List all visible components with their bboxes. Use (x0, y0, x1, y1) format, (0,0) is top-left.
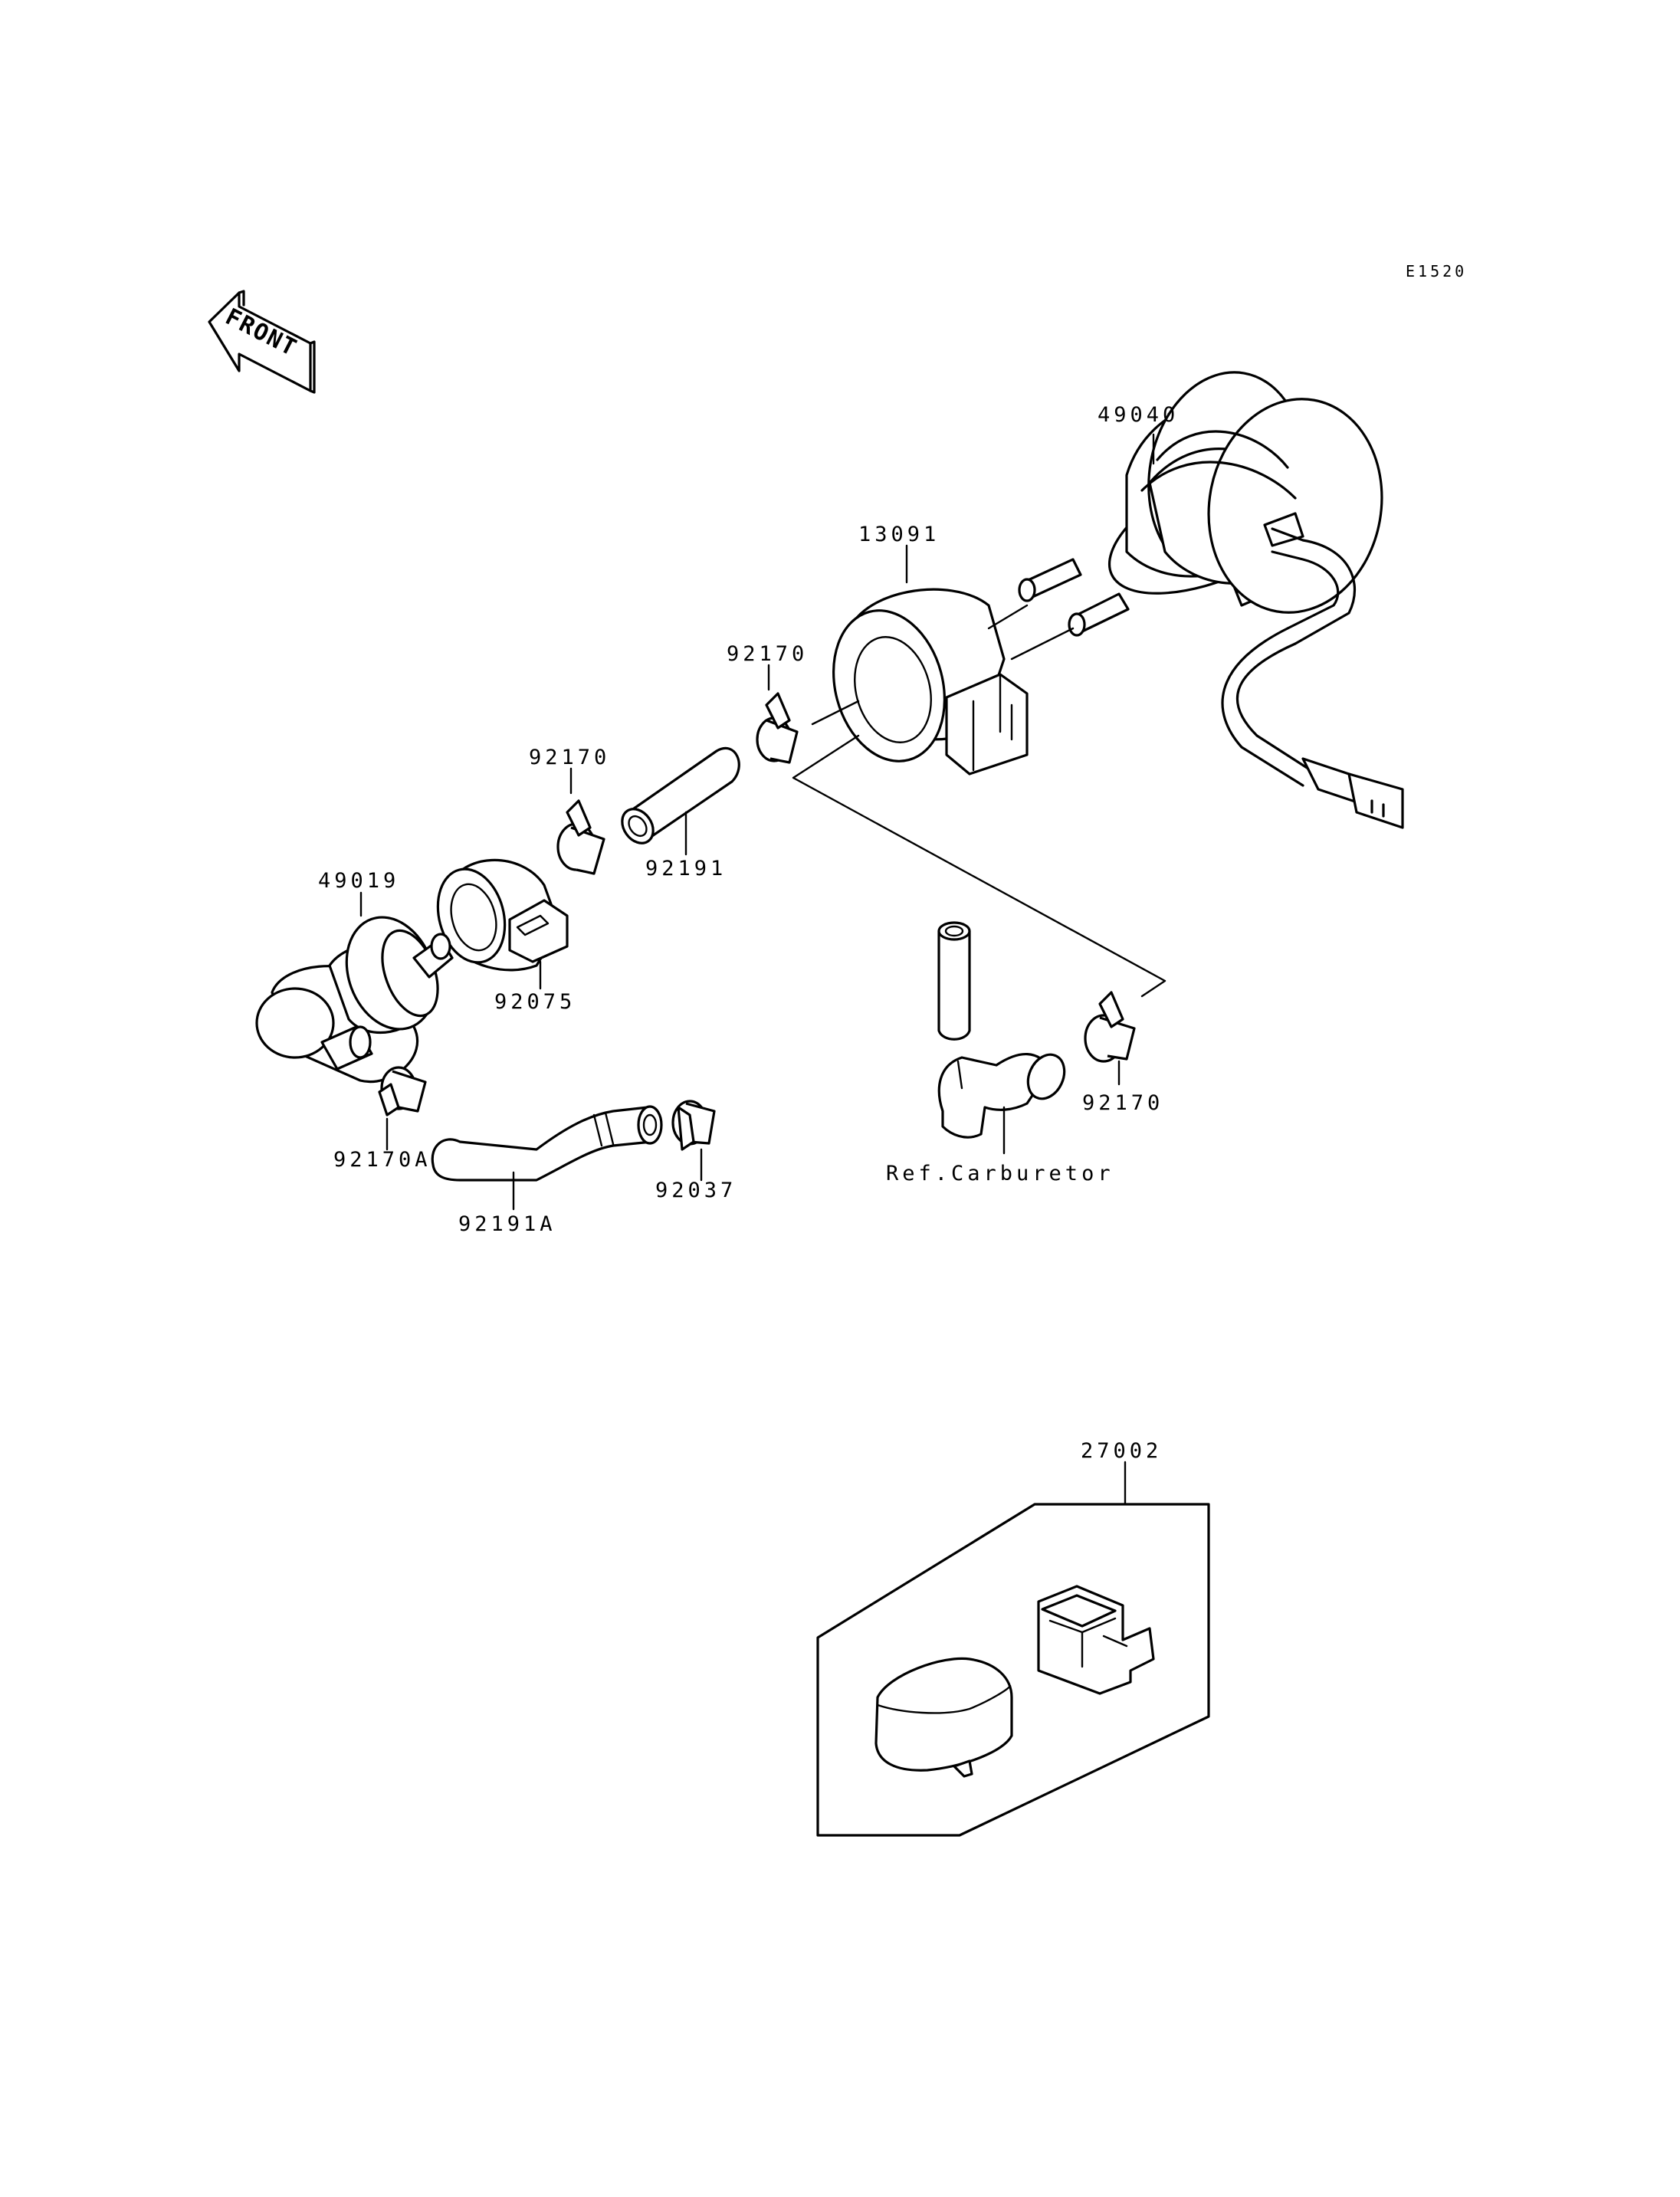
clamp-92170-top (756, 692, 799, 764)
fuel-pump-49040 (1018, 371, 1383, 637)
diagram-code: E1520 (1406, 262, 1467, 280)
pump-bracket-13091 (832, 588, 1029, 776)
label-92075: 92075 (494, 990, 576, 1014)
clamp-92170-right (1084, 991, 1136, 1063)
clamp-92037 (671, 1100, 716, 1151)
label-92191: 92191 (645, 857, 727, 880)
label-92191A: 92191A (458, 1212, 556, 1236)
carburetor-hose-ref (937, 921, 1066, 1139)
label-92170-right: 92170 (1082, 1091, 1163, 1115)
clamp-92170-mid (556, 799, 605, 875)
label-92170-mid: 92170 (529, 746, 610, 769)
hose-92191A (431, 1105, 663, 1182)
clamp-92170A (378, 1066, 427, 1117)
label-92170-top: 92170 (727, 642, 808, 666)
front-arrow-icon: FRONT (208, 290, 316, 394)
label-ref-carburetor: Ref.Carburetor (886, 1162, 1114, 1185)
label-49019: 49019 (318, 869, 399, 893)
fuel-filter-49019 (255, 916, 454, 1084)
connector-kit-27002 (816, 1503, 1210, 1837)
label-92037: 92037 (655, 1179, 737, 1202)
label-27002: 27002 (1081, 1439, 1162, 1463)
damper-92075 (436, 858, 569, 972)
hose-92191 (621, 746, 740, 844)
pump-wire-harness (1221, 527, 1404, 829)
label-92170A: 92170A (333, 1148, 431, 1172)
label-13091: 13091 (858, 523, 940, 546)
label-49040: 49040 (1098, 403, 1179, 427)
